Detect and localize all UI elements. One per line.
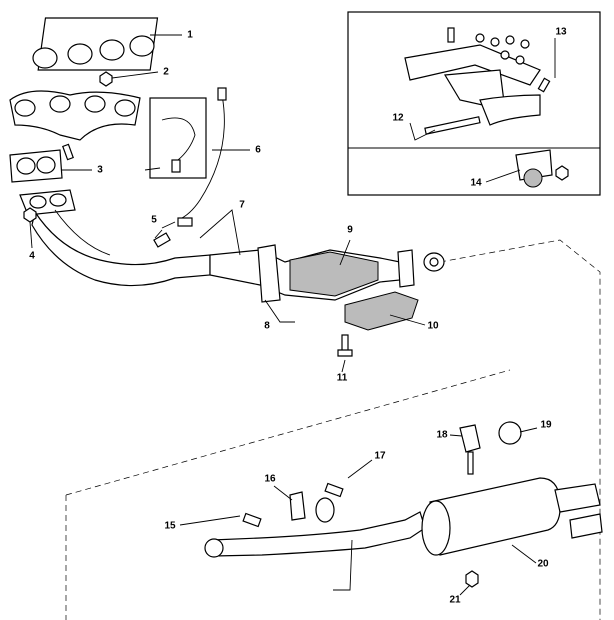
callout-8: 8 <box>264 320 270 332</box>
inset-frame <box>347 11 601 196</box>
manifold-nut <box>99 71 113 87</box>
callout-15: 15 <box>164 520 176 532</box>
callout-4: 4 <box>29 250 35 262</box>
rear-pipe <box>204 511 426 558</box>
cat-heat-shield <box>344 291 419 331</box>
callout-5: 5 <box>151 214 157 226</box>
callout-3: 3 <box>97 164 103 176</box>
shield-bolt <box>337 334 353 357</box>
inset-pipe-joint <box>404 27 551 135</box>
callout-12: 12 <box>392 112 404 124</box>
callout-21: 21 <box>449 594 461 606</box>
callout-1: 1 <box>187 29 193 41</box>
oxygen-sensor <box>149 87 227 227</box>
catalytic-converter <box>209 244 415 303</box>
rear-silencer <box>421 477 603 556</box>
callout-20: 20 <box>537 558 549 570</box>
group-boundary-rear <box>65 369 511 620</box>
sensor-plug <box>153 232 171 248</box>
group-boundary-front <box>439 239 601 620</box>
rubber-mount <box>515 149 569 188</box>
callout-2: 2 <box>163 66 169 78</box>
leader-lines <box>29 34 556 596</box>
callout-10: 10 <box>427 320 439 332</box>
callout-17: 17 <box>374 450 386 462</box>
clamps-brackets <box>242 421 522 588</box>
callout-18: 18 <box>436 429 448 441</box>
callout-9: 9 <box>347 224 353 236</box>
callout-19: 19 <box>540 419 552 431</box>
pipe-nut <box>23 207 37 223</box>
callout-13: 13 <box>555 26 567 38</box>
callout-14: 14 <box>470 177 482 189</box>
heat-shield <box>32 17 159 71</box>
callout-11: 11 <box>336 372 348 384</box>
front-pipe <box>19 189 211 287</box>
exhaust-manifold <box>9 90 141 161</box>
callout-16: 16 <box>264 473 276 485</box>
callout-6: 6 <box>255 144 261 156</box>
callout-7: 7 <box>239 199 245 211</box>
